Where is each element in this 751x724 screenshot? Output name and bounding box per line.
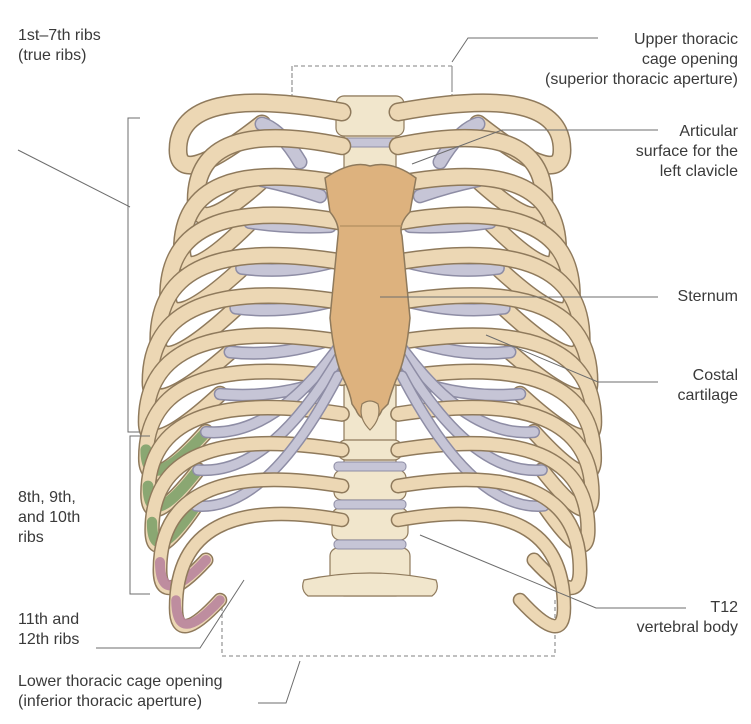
vertebral-body-t12 <box>303 573 438 596</box>
label-costal-line2: cartilage <box>678 386 738 406</box>
label-lower-opening-line1: Lower thoracic cage opening <box>18 672 223 692</box>
label-upper-opening-line1: Upper thoracic <box>545 30 738 50</box>
label-articular: Articular surface for the left clavicle <box>636 122 738 182</box>
label-lower-opening: Lower thoracic cage opening (inferior th… <box>18 672 223 712</box>
label-articular-line1: Articular <box>636 122 738 142</box>
leader-true-ribs <box>18 150 130 207</box>
label-t12-line1: T12 <box>637 598 738 618</box>
label-true-ribs-line2: (true ribs) <box>18 46 101 66</box>
label-t12: T12 vertebral body <box>637 598 738 638</box>
label-true-ribs: 1st–7th ribs (true ribs) <box>18 26 101 66</box>
label-articular-line2: surface for the <box>636 142 738 162</box>
label-false-ribs: 8th, 9th, and 10th ribs <box>18 488 80 548</box>
leader-lower-opening <box>258 661 300 703</box>
label-upper-opening-line3: (superior thoracic aperture) <box>545 70 738 90</box>
label-false-ribs-line1: 8th, 9th, <box>18 488 80 508</box>
intervertebral-disc <box>334 500 406 509</box>
superior-aperture-outline <box>292 66 452 100</box>
label-articular-line3: left clavicle <box>636 162 738 182</box>
bracket-true-ribs <box>128 118 140 432</box>
intervertebral-disc <box>334 540 406 549</box>
label-upper-opening: Upper thoracic cage opening (superior th… <box>545 30 738 90</box>
intervertebral-disc <box>334 462 406 471</box>
label-upper-opening-line2: cage opening <box>545 50 738 70</box>
label-costal: Costal cartilage <box>678 366 738 406</box>
label-floating-ribs-line2: 12th ribs <box>18 630 79 650</box>
label-costal-line1: Costal <box>678 366 738 386</box>
label-t12-line2: vertebral body <box>637 618 738 638</box>
label-false-ribs-line3: ribs <box>18 528 80 548</box>
label-floating-ribs: 11th and 12th ribs <box>18 610 79 650</box>
label-sternum: Sternum <box>678 287 738 307</box>
label-true-ribs-line1: 1st–7th ribs <box>18 26 101 46</box>
label-false-ribs-line2: and 10th <box>18 508 80 528</box>
label-sternum-line1: Sternum <box>678 287 738 307</box>
label-floating-ribs-line1: 11th and <box>18 610 79 630</box>
label-lower-opening-line2: (inferior thoracic aperture) <box>18 692 223 712</box>
inferior-aperture-outline <box>222 600 555 656</box>
